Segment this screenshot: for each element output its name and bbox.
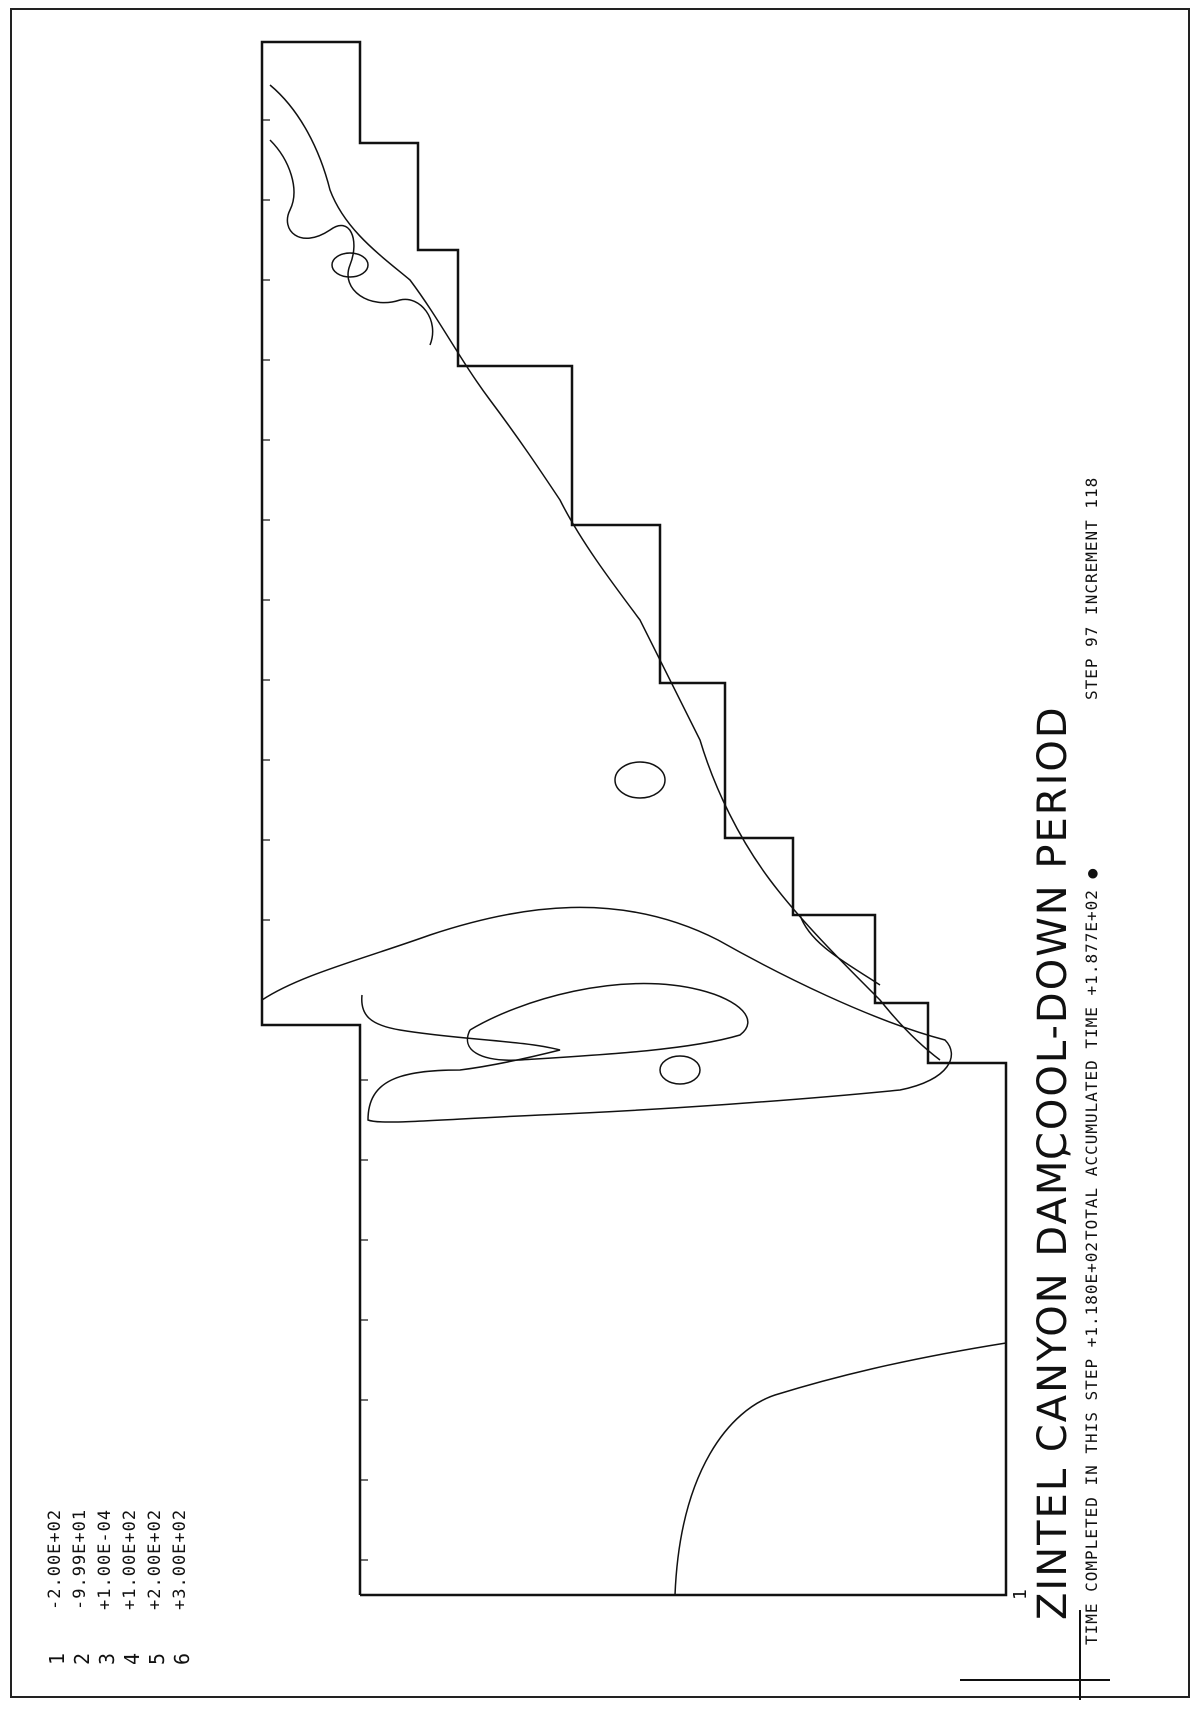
legend-num: 2: [70, 1652, 94, 1665]
legend-value: +3.00E+02: [170, 1508, 190, 1610]
legend-num: 5: [145, 1652, 169, 1665]
contour-blob: [331, 252, 369, 278]
legend-value: -9.99E+01: [70, 1508, 90, 1610]
dam-outline: [260, 40, 1008, 1597]
contour-inner-loop: [466, 982, 749, 1061]
legend-value: +1.00E-04: [95, 1508, 115, 1610]
contour-line: [674, 1342, 1007, 1596]
contour-blob: [614, 761, 666, 799]
legend-num: 4: [120, 1652, 144, 1665]
legend-value: +1.00E+02: [120, 1508, 140, 1610]
boundary-markers: [262, 119, 368, 1561]
contour-downstream-face: [269, 84, 941, 1061]
contour-lower: [799, 914, 881, 986]
legend-num: 3: [95, 1652, 119, 1665]
plot-title: ZINTEL CANYON DAM,: [1030, 1143, 1076, 1620]
contour-loop: [261, 906, 953, 1123]
legend-num: 1: [45, 1652, 69, 1665]
time-step-info: TIME COMPLETED IN THIS STEP +1.180E+02: [1082, 1240, 1101, 1645]
plot-sheet: [10, 8, 1190, 1698]
legend-num: 6: [170, 1652, 194, 1665]
accumulated-time-info: TOTAL ACCUMULATED TIME +1.877E+02 ●: [1082, 867, 1101, 1240]
legend-value: +2.00E+02: [145, 1508, 165, 1610]
plot-subtitle: COOL-DOWN PERIOD: [1030, 705, 1076, 1160]
step-increment-info: STEP 97 INCREMENT 118: [1082, 476, 1101, 700]
contour-cluster: [269, 139, 434, 346]
contour-blob: [659, 1055, 701, 1085]
legend-value: -2.00E+02: [45, 1508, 65, 1610]
title-superscript: 1: [1010, 1588, 1031, 1600]
